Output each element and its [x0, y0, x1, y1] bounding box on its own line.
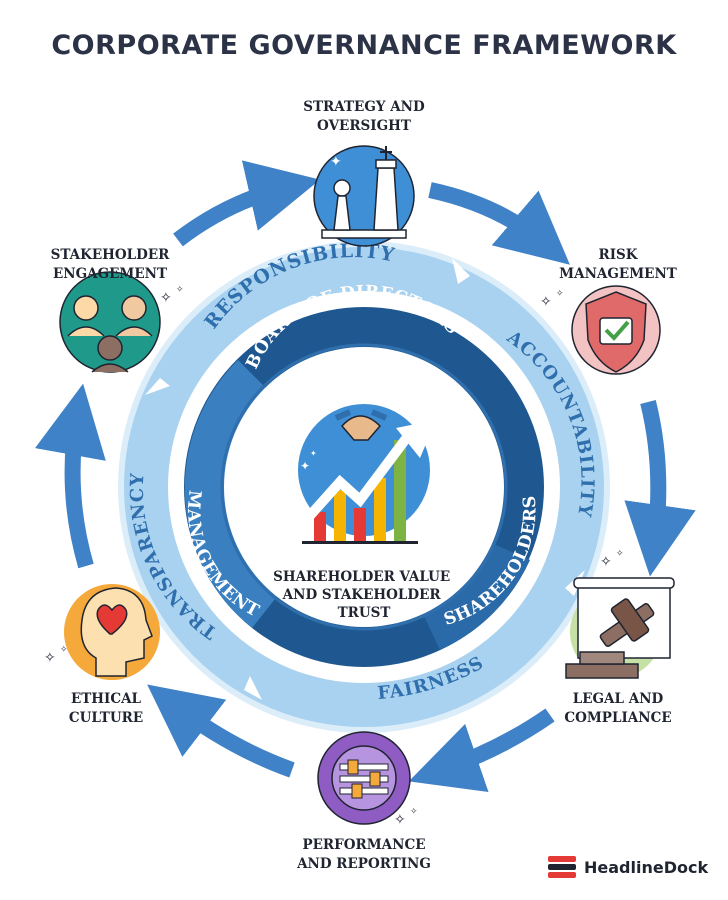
svg-text:✧: ✧: [160, 290, 172, 306]
arrow-risk-to-legal: [624, 400, 696, 577]
svg-text:✦: ✦: [310, 449, 317, 458]
people-group-icon: ✧ ✧: [59, 271, 184, 373]
gavel-icon: ✧ ✧: [565, 549, 675, 679]
chess-pieces-icon: ✦: [313, 145, 415, 247]
svg-text:✦: ✦: [330, 154, 342, 170]
arrow-legal-to-performance: [408, 708, 555, 792]
svg-text:✧: ✧: [176, 285, 184, 295]
head-heart-icon: ✧ ✧: [44, 584, 160, 680]
svg-text:✧: ✧: [556, 289, 564, 299]
svg-text:✧: ✧: [60, 645, 68, 655]
center-label: SHAREHOLDER VALUE AND STAKEHOLDER TRUST: [273, 569, 455, 621]
shield-check-icon: ✧ ✧: [540, 285, 661, 375]
brand-logo: HeadlineDock: [548, 856, 708, 878]
page-title: CORPORATE GOVERNANCE FRAMEWORK: [51, 30, 677, 61]
arrow-ethical-to-stakeholder: [34, 383, 106, 569]
cycle-arrows: [34, 160, 696, 792]
svg-text:✧: ✧: [44, 650, 56, 666]
brand-name: HeadlineDock: [584, 857, 709, 877]
growth-chart-handshake-icon: ✦ ✦: [298, 404, 436, 544]
svg-text:✧: ✧: [616, 549, 624, 559]
arrow-performance-to-ethical: [147, 684, 295, 778]
arrow-stakeholder-to-strategy: [173, 160, 321, 247]
gear-sliders-icon: ✧ ✧: [317, 731, 418, 828]
svg-text:✧: ✧: [600, 554, 612, 570]
arrow-strategy-to-risk: [428, 182, 570, 265]
svg-text:✧: ✧: [540, 294, 552, 310]
svg-text:✧: ✧: [394, 812, 406, 828]
svg-text:✧: ✧: [410, 807, 418, 817]
headlinedock-logo-icon: [548, 856, 576, 878]
svg-text:✦: ✦: [300, 459, 310, 473]
